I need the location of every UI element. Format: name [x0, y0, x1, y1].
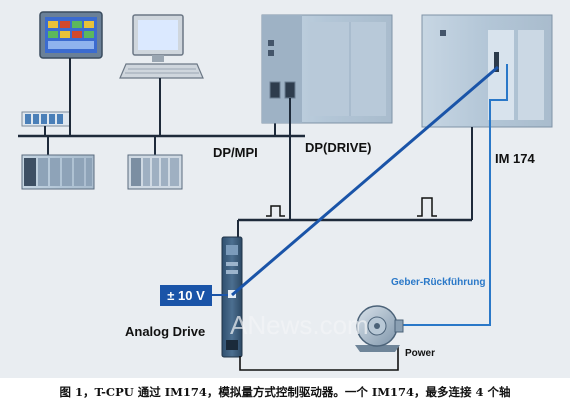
im174-module-icon — [421, 14, 553, 128]
im174-label: IM 174 — [495, 151, 535, 166]
pulse-symbol-2 — [417, 197, 437, 217]
pc-workstation-icon — [119, 14, 204, 79]
encoder-feedback-label: Geber-Rückführung — [391, 277, 486, 288]
power-label: Power — [405, 348, 436, 359]
analog-drive-label: Analog Drive — [125, 324, 206, 339]
dp-mpi-label: DP/MPI — [213, 145, 258, 160]
et200-io-icon — [127, 154, 183, 190]
hmi-panel-icon — [39, 11, 103, 59]
pulse-symbol-1 — [266, 205, 285, 217]
cpu-rack-icon — [261, 14, 393, 124]
dp-drive-label: DP(DRIVE) — [305, 140, 372, 155]
remote-io-icon — [21, 111, 71, 127]
encoder-feedback-line — [397, 64, 508, 326]
s7-300-rack-icon — [21, 154, 95, 190]
analog-signal-line — [231, 65, 499, 297]
voltage-label: ± 10 V — [160, 285, 212, 306]
motor-icon — [355, 305, 404, 352]
figure-caption: 图 1，T-CPU 通过 IM174，模拟量方式控制驱动器。一个 IM174，最… — [0, 378, 570, 405]
power-line — [239, 345, 399, 371]
diagram-graphics — [18, 11, 553, 371]
diagram-canvas: ANews.com DP/MPI DP(DRIVE) IM 174 Analog… — [0, 0, 570, 378]
watermark-text: ANews.com — [230, 310, 369, 340]
